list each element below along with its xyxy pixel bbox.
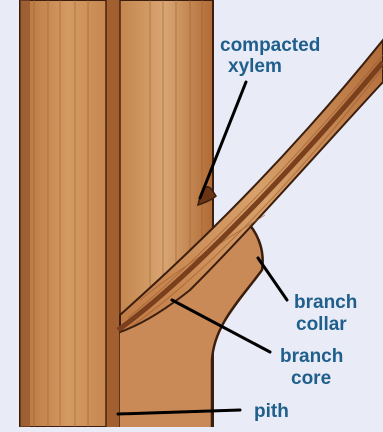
pith-column [106,0,120,427]
label-branch-core-line1: branch [280,346,343,367]
label-pith: pith [254,401,289,422]
label-branch-collar-line2: collar [296,314,347,335]
label-branch-core-line2: core [291,368,331,389]
label-branch-collar-line1: branch [294,292,357,313]
label-compacted-xylem-line2: xylem [228,56,282,77]
label-compacted-xylem-line1: compacted [220,35,320,56]
